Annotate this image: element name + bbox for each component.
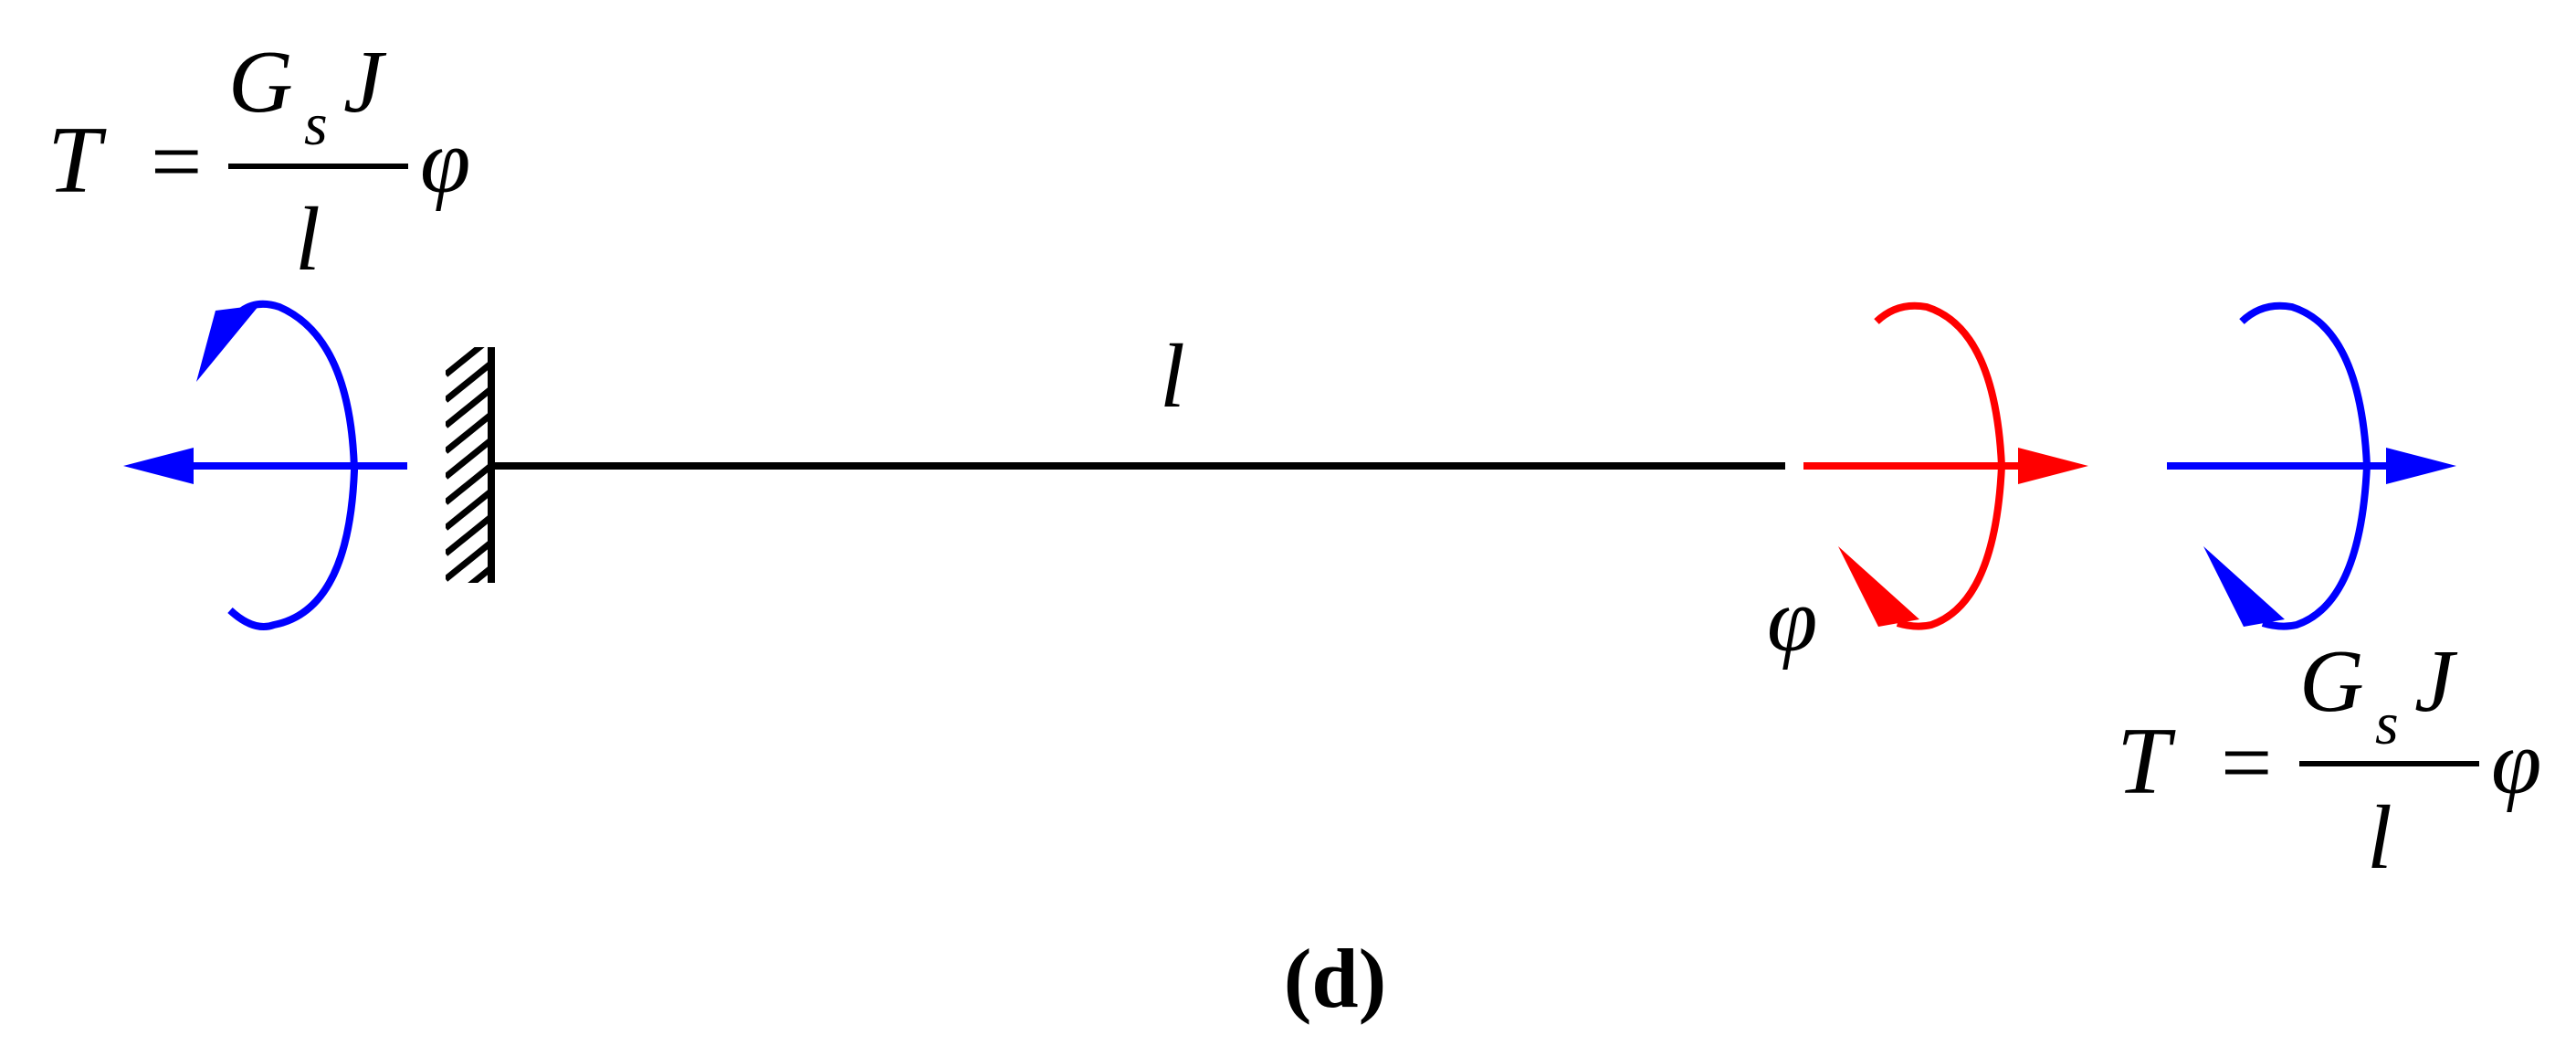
left-moment-curve [227, 300, 359, 630]
figure-caption: (d) [1284, 932, 1386, 1025]
right-formula-lhs: T [2117, 707, 2176, 814]
beam-length-label: l [1160, 325, 1185, 427]
left-moment-arrowhead [196, 305, 259, 382]
left-formula-equals: = [151, 111, 202, 212]
right-formula-equals: = [2221, 712, 2272, 813]
left-torque-formula: T = G s J l φ [47, 33, 470, 290]
right-moment-arrowhead [2203, 546, 2285, 627]
left-formula-factor: φ [420, 111, 470, 212]
right-torque-formula: T = G s J l φ [2117, 632, 2541, 888]
left-formula-numerator-g: G [228, 33, 293, 132]
rotation-indicator: φ [1767, 301, 2088, 671]
right-formula-numerator-g: G [2299, 632, 2364, 731]
right-formula-numerator-subscript: s [2375, 691, 2399, 757]
rotation-curve-arrowhead [1838, 546, 1919, 627]
left-formula-denominator: l [295, 188, 321, 290]
rotation-angle-label: φ [1767, 569, 1817, 671]
left-torque-arrowhead [123, 448, 194, 484]
right-formula-denominator: l [2367, 787, 2392, 888]
left-formula-numerator-subscript: s [304, 91, 328, 158]
left-formula-lhs: T [47, 106, 107, 213]
left-formula-numerator-j: J [343, 33, 387, 132]
right-torque-arrow [2167, 301, 2456, 630]
right-torque-arrowhead [2386, 448, 2456, 484]
left-torque-arrow [123, 300, 407, 630]
right-moment-curve [2239, 301, 2371, 630]
right-formula-factor: φ [2491, 712, 2541, 813]
right-formula-numerator-j: J [2414, 632, 2458, 731]
rotation-arrowhead [2018, 448, 2088, 484]
wall-hatching [446, 347, 493, 583]
fixed-support [446, 347, 495, 583]
rotation-curve [1874, 301, 2006, 630]
